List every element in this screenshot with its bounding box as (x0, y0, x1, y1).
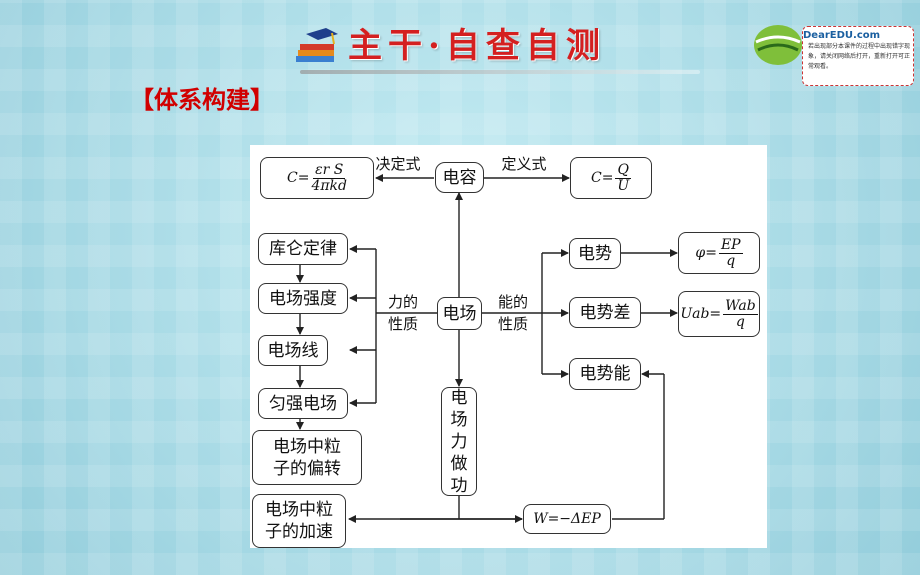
node-coulomb-law: 库仑定律 (258, 233, 348, 265)
label-definition: 定义式 (501, 155, 547, 173)
logo-globe (752, 22, 804, 68)
work-energy-formula: W=−ΔEP (523, 504, 611, 534)
section-title: 【体系构建】 (130, 86, 274, 114)
logo-notice: 若出现部分本课件的过程中出现错字现象，请关闭网络后打开，重新打开可正常观看。 (808, 43, 911, 70)
formula-left: C= (591, 170, 614, 186)
formula-numerator: EP (718, 236, 743, 254)
label-force-property: 力的性质 (387, 293, 418, 333)
potential-formula: φ= EP q (678, 232, 760, 274)
label-decisive: 决定式 (375, 155, 421, 173)
title-underline (300, 70, 700, 74)
node-potential: 电势 (569, 238, 621, 269)
node-particle-deflection: 电场中粒子的偏转 (252, 430, 362, 485)
connector-lines (296, 174, 678, 523)
formula-denominator: q (726, 252, 736, 269)
node-capacitance: 电容 (435, 162, 484, 193)
node-potential-difference: 电势差 (569, 297, 641, 328)
capacitance-definition-formula: C= Q U (570, 157, 652, 199)
formula-fraction: EP q (718, 236, 743, 269)
formula-fraction: Wab q (723, 297, 758, 330)
book-cap-icon (296, 28, 338, 62)
potential-difference-formula: Uab= Wab q (678, 291, 760, 337)
formula-denominator: U (617, 177, 630, 194)
formula-denominator: q (735, 313, 745, 330)
label-energy-property: 能的性质 (497, 293, 528, 333)
formula-numerator: εr S (313, 161, 346, 179)
logo-brand: DearEDU.com (803, 30, 881, 41)
node-field-work: 电场力做功 (441, 387, 477, 496)
node-field-line: 电场线 (258, 335, 328, 366)
concept-map: C= εr S 4πkd 决定式 电容 定义式 C= Q U 库仑定律 电场强度… (250, 145, 767, 548)
formula-fraction: Q U (615, 161, 631, 194)
capacitance-decisive-formula: C= εr S 4πkd (260, 157, 374, 199)
formula-fraction: εr S 4πkd (311, 161, 347, 194)
node-uniform-field: 匀强电场 (258, 388, 348, 419)
formula-numerator: Q (615, 161, 631, 179)
formula-left: Uab= (680, 306, 722, 322)
formula-left: C= (286, 170, 310, 186)
formula-numerator: Wab (723, 297, 758, 315)
page-title: 主干·自查自测 (348, 26, 606, 66)
formula-denominator: 4πkd (311, 177, 347, 194)
node-potential-energy: 电势能 (569, 358, 641, 390)
node-particle-acceleration: 电场中粒子的加速 (252, 494, 346, 548)
formula-left: φ= (695, 245, 717, 261)
node-electric-field: 电场 (437, 297, 482, 330)
header-emblem (292, 24, 342, 68)
logo-notice-box (802, 26, 914, 86)
globe-icon (754, 25, 802, 65)
node-field-intensity: 电场强度 (258, 283, 348, 314)
